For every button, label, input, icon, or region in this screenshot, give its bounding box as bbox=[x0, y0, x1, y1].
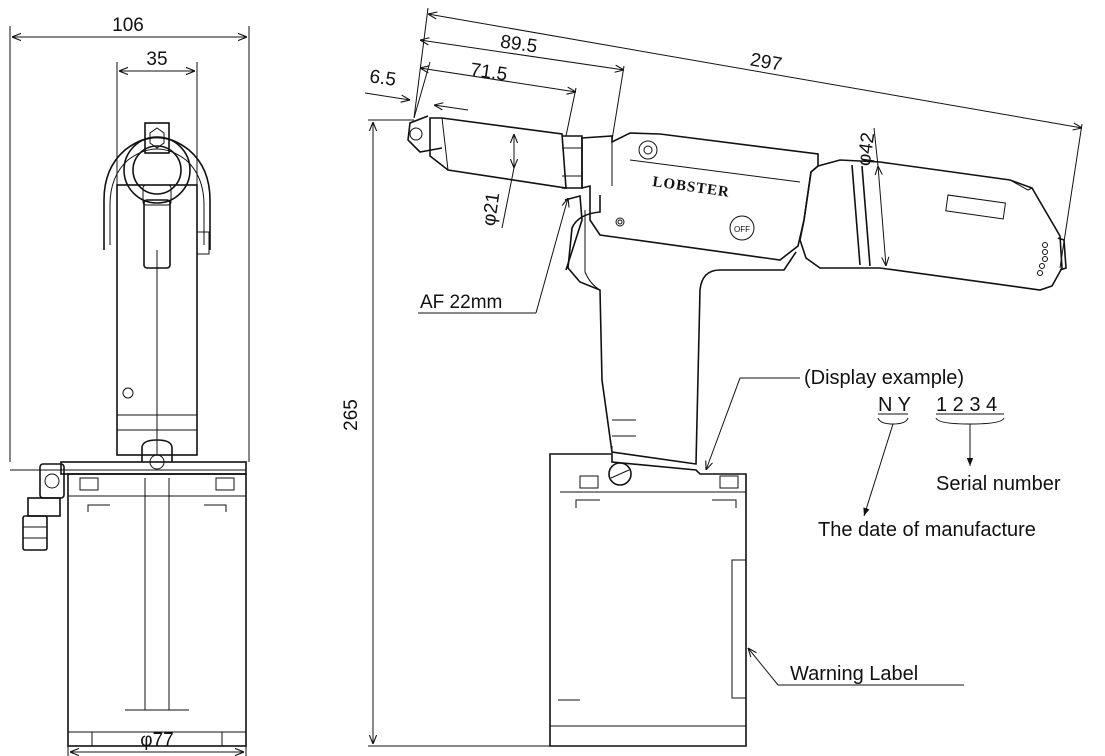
dim-body-width: 35 bbox=[146, 49, 167, 70]
wrench-size-label: AF 22mm bbox=[420, 292, 502, 313]
dim-length-overall: 297 bbox=[749, 49, 784, 75]
front-view bbox=[10, 122, 247, 747]
display-example-label: (Display example) bbox=[804, 367, 964, 389]
date-of-manufacture-label: The date of manufacture bbox=[818, 519, 1036, 541]
serial-code-digits: 1 2 3 4 bbox=[936, 394, 997, 416]
dim-height: 265 bbox=[341, 399, 362, 431]
switch-label: OFF bbox=[734, 225, 750, 234]
dim-length-b: 71.5 bbox=[469, 60, 509, 86]
dim-body-diameter: φ42 bbox=[854, 131, 879, 167]
dim-base-diameter: φ77 bbox=[140, 730, 173, 751]
side-view: LOBSTER OFF bbox=[407, 115, 1067, 747]
front-view-dimensions bbox=[9, 26, 250, 756]
serial-code-letters: N Y bbox=[878, 394, 911, 416]
side-view-dimensions bbox=[364, 7, 1082, 747]
dim-length-c: 6.5 bbox=[368, 66, 397, 90]
warning-label-text: Warning Label bbox=[790, 663, 918, 685]
dim-overall-width: 106 bbox=[112, 15, 144, 36]
brand-logo: LOBSTER bbox=[651, 174, 730, 201]
serial-number-label: Serial number bbox=[936, 473, 1061, 495]
dim-length-a: 89.5 bbox=[499, 32, 539, 58]
dim-nose-diameter: φ21 bbox=[479, 191, 504, 227]
